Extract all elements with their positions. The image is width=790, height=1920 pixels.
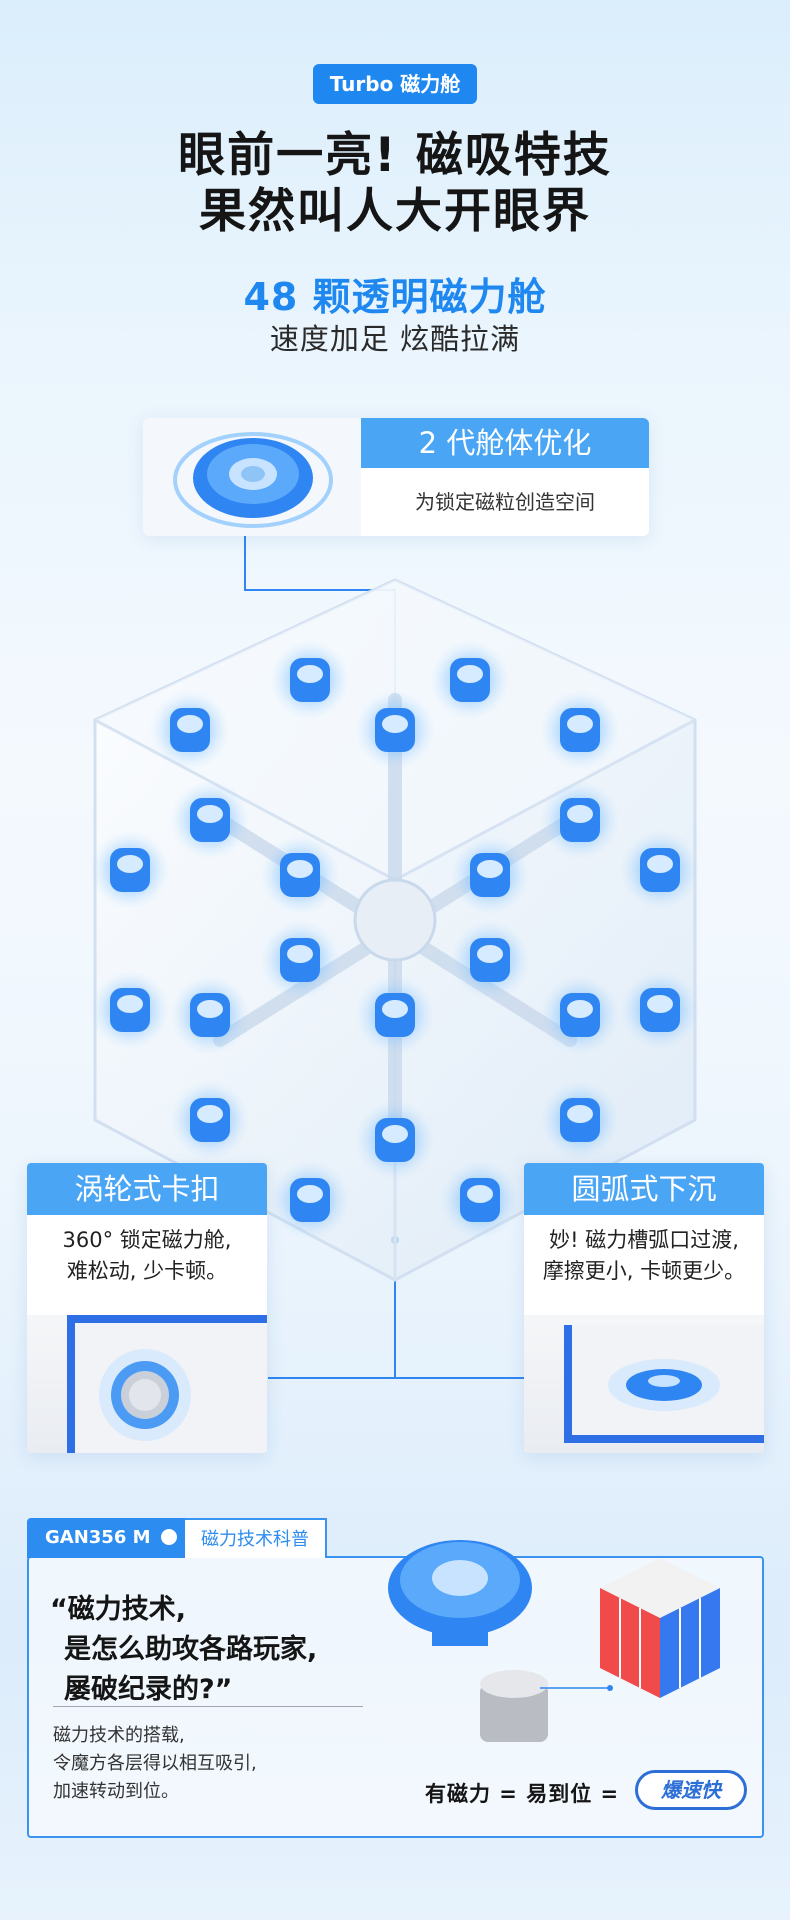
magnet-capsule [90,830,170,910]
feature-right-desc-line2: 摩擦更小, 卡顿更少。 [542,1259,746,1283]
magnet-capsule [620,970,700,1050]
brand-tag: GAN356 M [27,1518,185,1558]
formula-text: 有磁力 = 易到位 = [425,1782,620,1806]
brand-tag-text: GAN356 M [45,1527,151,1548]
quote-line3: 屡破纪录的?” [64,1674,233,1705]
headline-line-2: 果然叫人大开眼界 [199,184,591,239]
feature-left-title: 涡轮式卡扣 [27,1163,267,1215]
magnet-capsule [355,1100,435,1180]
magnet-capsule [170,1080,250,1160]
science-desc: 磁力技术的搭载, 令魔方各层得以相互吸引, 加速转动到位。 [53,1722,257,1806]
feature-right-desc-line1: 妙! 磁力槽弧口过渡, [549,1228,739,1252]
magnet-capsule [355,690,435,770]
feature-desc: 为锁定磁粒创造空间 [361,468,649,536]
magnet-capsule-icon [173,432,333,528]
quote-block: “磁力技术, 是怎么助攻各路玩家, 屡破纪录的?” [50,1590,317,1710]
subheading-dark: 速度加足 炫酷拉满 [269,322,521,356]
feature-left-desc-line1: 360° 锁定磁力舱, [62,1228,232,1252]
subheading-blue: 48 颗透明磁力舱 [243,275,547,319]
magnet-capsule [540,975,620,1055]
feature-left-desc: 360° 锁定磁力舱, 难松动, 少卡顿。 [27,1215,267,1315]
magnet-capsule [620,830,700,910]
feature-card-right: 圆弧式下沉 妙! 磁力槽弧口过渡, 摩擦更小, 卡顿更少。 [524,1163,764,1453]
arc-groove-photo [524,1315,764,1453]
magnet-capsule [270,640,350,720]
magnet-capsule [355,975,435,1055]
turbo-clasp-photo [27,1315,267,1453]
feature-card-left: 涡轮式卡扣 360° 锁定磁力舱, 难松动, 少卡顿。 [27,1163,267,1453]
feature-right-desc: 妙! 磁力槽弧口过渡, 摩擦更小, 卡顿更少。 [524,1215,764,1315]
magnet-capsule [260,920,340,1000]
quote-line1: “磁力技术, [50,1594,187,1625]
speed-badge: 爆速快 [635,1770,747,1810]
magnet-capsule [540,780,620,860]
magnet-capsule [150,690,230,770]
magnet-capsule [170,780,250,860]
magnet-cube-illustration [388,1540,720,1742]
magnet-capsule [450,920,530,1000]
magnet-capsule [540,690,620,770]
turbo-tag: Turbo 磁力舱 [313,64,477,104]
quote-line2: 是怎么助攻各路玩家, [64,1634,318,1665]
science-desc-line3: 加速转动到位。 [53,1781,179,1802]
feature-title: 2 代舱体优化 [361,418,649,468]
science-tag: 磁力技术科普 [185,1518,327,1558]
headline-line-1: 眼前一亮! 磁吸特技 [178,128,612,183]
magnet-capsule [430,640,510,720]
magnet-capsule [270,1160,350,1240]
quote-divider [53,1706,363,1707]
magnet-capsule [170,975,250,1055]
feature-right-title: 圆弧式下沉 [524,1163,764,1215]
feature-card-shell: 2 代舱体优化 为锁定磁粒创造空间 [143,418,649,536]
feature-left-desc-line2: 难松动, 少卡顿。 [66,1259,228,1283]
magnet-capsule [90,970,170,1050]
science-desc-line2: 令魔方各层得以相互吸引, [53,1753,257,1774]
magnet-capsule [260,835,340,915]
magnet-capsule [450,835,530,915]
magnet-capsule [540,1080,620,1160]
gan-logo-icon [160,1529,177,1545]
science-desc-line1: 磁力技术的搭载, [53,1725,185,1746]
transparent-cube-illustration [90,578,700,1282]
magnet-capsule [440,1160,520,1240]
